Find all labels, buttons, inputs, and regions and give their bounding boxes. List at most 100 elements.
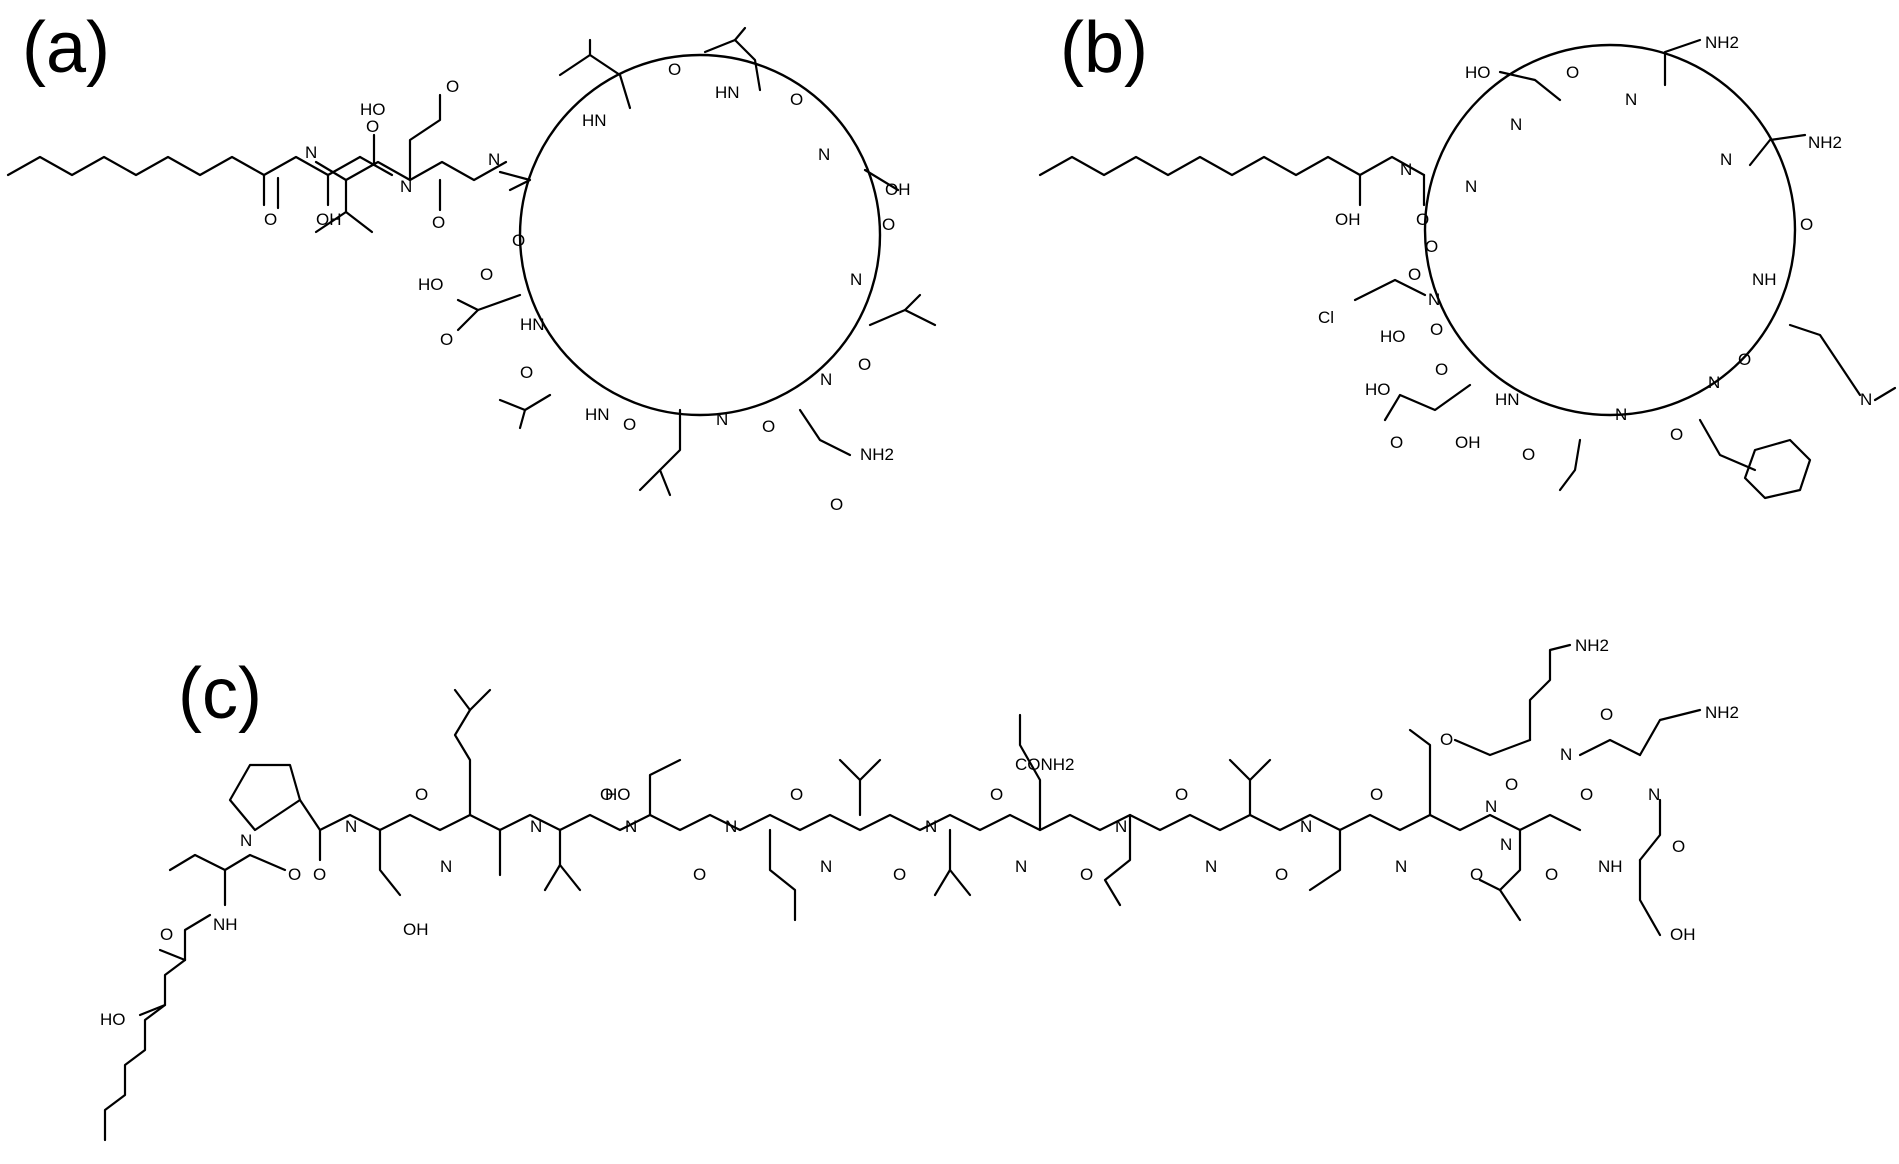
panel-b-o-c: O (1800, 215, 1813, 234)
panel-b-hn-h: N (1465, 177, 1477, 196)
panel-a-macrocycle (518, 53, 882, 417)
panel-c-o-val4: O (1275, 865, 1288, 884)
panel-a-nh-r3: N (820, 370, 832, 389)
panel-b-hn1: N (1510, 115, 1522, 134)
panel-b-o-f: O (1522, 445, 1535, 464)
panel-c-label: (c) (178, 654, 262, 734)
panel-b-phenyl-ring (1743, 438, 1812, 500)
panel-c-o-ester2: O (1505, 775, 1518, 794)
panel-c-o-leu2: O (1175, 785, 1188, 804)
panel-b-label: (b) (1060, 8, 1148, 88)
panel-b-nh-c: NH (1752, 270, 1777, 289)
panel-b-hn-f: HN (1495, 390, 1520, 409)
panel-c-oh-ser3: OH (1670, 925, 1696, 944)
panel-b-nh-d: N (1708, 373, 1720, 392)
panel-a-label: (a) (22, 8, 110, 88)
panel-c-backbone (318, 813, 1582, 832)
panel-a-hn-ring1: HN (582, 111, 607, 130)
panel-c-nh-ser3: N (1500, 835, 1512, 854)
panel-a-carbonyl-o2: O (366, 117, 379, 136)
panel-c-fatty-chain (103, 958, 187, 1142)
panel-a-hn-b2: HN (585, 405, 610, 424)
panel-b-nh-b: N (1720, 150, 1732, 169)
panel-b-hn-g: N (1428, 290, 1440, 309)
panel-c-o-pro: O (313, 865, 326, 884)
panel-c-o-val1: O (600, 785, 613, 804)
panel-a: (a) OH O N O N HO O O N HN HN O O N OH O… (6, 8, 937, 514)
panel-c-nh2-dab: NH2 (1705, 703, 1739, 722)
panel-c-o-val2: O (893, 865, 906, 884)
panel-c-nh-thr: N (1395, 857, 1407, 876)
panel-a-o-r3: O (762, 417, 775, 436)
panel-c-ho-tail: HO (100, 1010, 126, 1029)
panel-c-nh-dha: N (440, 857, 452, 876)
panel-a-nh3: N (488, 150, 500, 169)
panel-c-o-ester: O (1440, 730, 1453, 749)
panel-a-oh-tail: OH (316, 210, 342, 229)
panel-c-o-val3: O (990, 785, 1003, 804)
panel-c-nh-ile: N (1485, 797, 1497, 816)
panel-c-nh-ser2: N (625, 817, 637, 836)
panel-a-nh1: N (305, 143, 317, 162)
panel-c-o-dhb2: O (1370, 785, 1383, 804)
panel-b-o1: O (1416, 210, 1429, 229)
panel-a-carbonyl-o3: O (432, 213, 445, 232)
panel-c-nh-lys: N (1560, 745, 1572, 764)
panel-c-nh-ring2: NH (1598, 857, 1623, 876)
panel-a-o-b2: O (520, 363, 533, 382)
panel-c-o-ile: O (1545, 865, 1558, 884)
panel-b-o-i: O (1430, 320, 1443, 339)
panel-b-ho-ser: HO (1465, 63, 1491, 82)
panel-c-o-tail: O (160, 925, 173, 944)
panel-a-nh-r2: N (850, 270, 862, 289)
panel-c: (c) HO O NH O N O N OH O N N O HO N O N (100, 636, 1739, 1142)
panel-b-fatty-chain (1038, 155, 1362, 177)
panel-b-macrocycle (1423, 43, 1797, 417)
panel-c-o-dab: O (1672, 837, 1685, 856)
panel-b-nh1: N (1400, 160, 1412, 179)
panel-a-nh-r1: N (818, 145, 830, 164)
panel-b-o-ring: O (1425, 237, 1438, 256)
panel-c-nh-dhb: NH (213, 915, 238, 934)
panel-a-acid2-o: O (440, 330, 453, 349)
panel-a-ester-o: O (512, 231, 525, 250)
panel-b-o-d: O (1738, 350, 1751, 369)
panel-c-nh-val2: N (820, 857, 832, 876)
panel-c-nh-val1: N (530, 817, 542, 836)
panel-a-o-gln: O (830, 495, 843, 514)
panel-c-o-gln: O (1080, 865, 1093, 884)
panel-b-o-ring2: O (1408, 265, 1421, 284)
panel-b-nh-a: N (1625, 90, 1637, 109)
panel-b-oh-tail: OH (1335, 210, 1361, 229)
panel-a-o-r2: O (858, 355, 871, 374)
panel-c-nh-val3: N (925, 817, 937, 836)
panel-a-o-b1: O (623, 415, 636, 434)
panel-a-o-r1: O (882, 215, 895, 234)
panel-a-acid2-ho: HO (418, 275, 444, 294)
panel-a-acid1-ho: HO (360, 100, 386, 119)
panel-c-o-ser1: O (415, 785, 428, 804)
panel-a-o-top2: O (790, 90, 803, 109)
panel-c-proline-ring (228, 763, 302, 832)
panel-b-nh2-b: NH2 (1808, 133, 1842, 152)
panel-c-nh-ser1: N (345, 817, 357, 836)
panel-c-oh-ser1: OH (403, 920, 429, 939)
panel-a-carbonyl-o1: O (264, 210, 277, 229)
panel-b-nh2-a: NH2 (1705, 33, 1739, 52)
panel-c-o-ser3: O (1580, 785, 1593, 804)
panel-c-nh-leu1: N (725, 817, 737, 836)
panel-c-o-leu1: O (790, 785, 803, 804)
panel-b-nh-me: N (1860, 390, 1872, 409)
panel-c-nh-dhb2: N (1300, 817, 1312, 836)
panel-b-oh-h: OH (1455, 433, 1481, 452)
panel-c-n-pro: N (240, 831, 252, 850)
panel-c-o-dhb: O (288, 865, 301, 884)
panel-c-ho-ser2: HO (605, 785, 631, 804)
panel-b-o-g: O (1435, 360, 1448, 379)
panel-b-o-h: O (1390, 433, 1403, 452)
panel-c-nh-leu2: N (1115, 817, 1127, 836)
panel-a-hn-ring2: HN (715, 83, 740, 102)
panel-c-nh-val4: N (1205, 857, 1217, 876)
panel-c-o-lys: O (1600, 705, 1613, 724)
